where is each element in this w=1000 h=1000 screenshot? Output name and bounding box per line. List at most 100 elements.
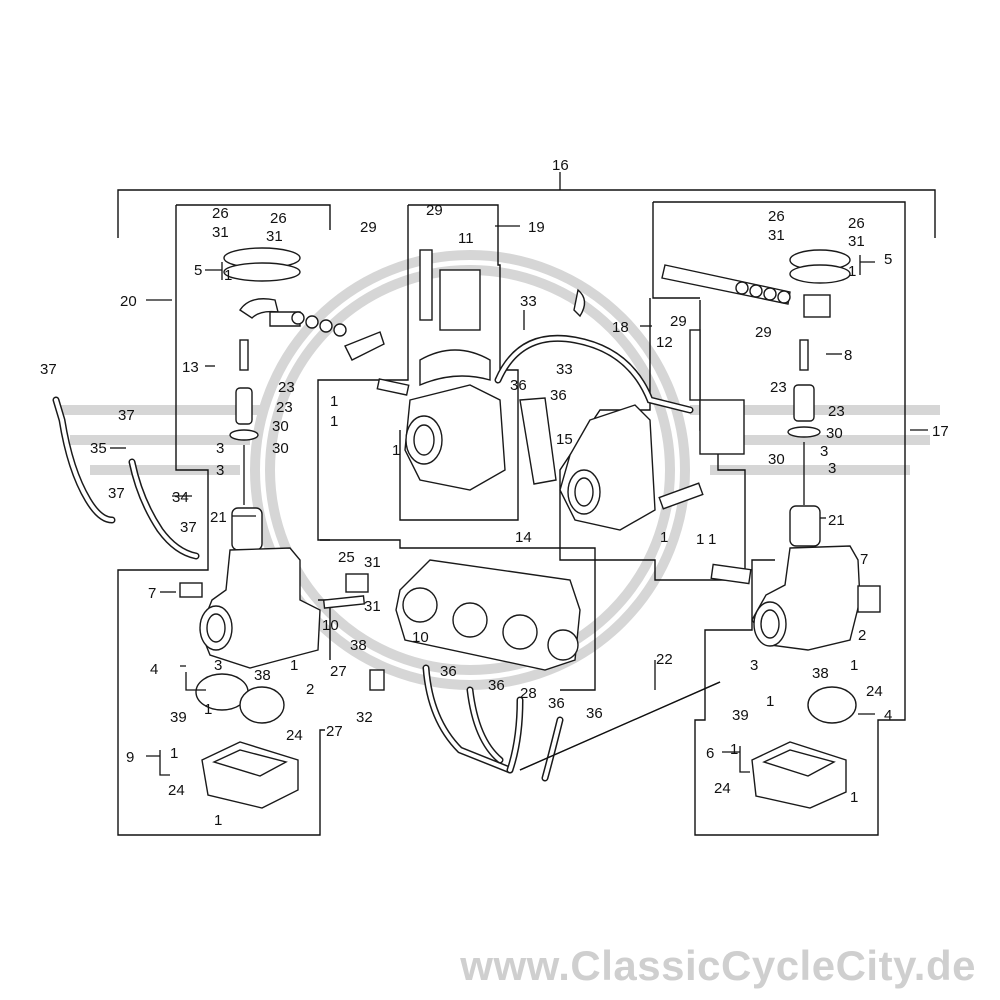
callout-30-right-b: 30	[768, 451, 785, 468]
callout-23-right-b: 23	[828, 403, 845, 420]
callout-1-cr-c: 1	[708, 531, 716, 548]
callout-1-left-low: 1	[204, 701, 212, 718]
callout-6: 6	[706, 745, 714, 762]
callout-33-b: 33	[556, 361, 573, 378]
callout-20: 20	[120, 293, 137, 310]
callout-3-right-b: 3	[828, 460, 836, 477]
callout-38-left: 38	[254, 667, 271, 684]
callout-7-left: 7	[148, 585, 156, 602]
callout-22: 22	[656, 651, 673, 668]
callout-23-left-a: 23	[278, 379, 295, 396]
gasket-15	[519, 397, 557, 485]
left-carburetor	[52, 247, 321, 809]
tag-7-right	[857, 585, 881, 613]
callout-5-right: 5	[884, 251, 892, 268]
callout-36-a: 36	[510, 377, 527, 394]
callout-37-d: 37	[180, 519, 197, 536]
center-left-carburetor	[269, 249, 506, 491]
callout-30-right-a: 30	[826, 425, 843, 442]
callout-38-right: 38	[812, 665, 829, 682]
callout-8: 8	[844, 347, 852, 364]
callout-23-right-a: 23	[770, 379, 787, 396]
callout-1-left-mid: 1	[290, 657, 298, 674]
center-right-carb-body	[559, 404, 656, 531]
callout-12: 12	[656, 334, 673, 351]
callout-7-right: 7	[860, 551, 868, 568]
callout-31-left-b: 31	[266, 228, 283, 245]
callout-4-right: 4	[884, 707, 892, 724]
callout-29-center: 29	[426, 202, 443, 219]
callout-35: 35	[90, 440, 107, 457]
callout-31-m-a: 31	[364, 554, 381, 571]
callout-27-b: 27	[326, 723, 343, 740]
callout-29-left: 29	[360, 219, 377, 236]
callout-14: 14	[515, 529, 532, 546]
center-left-carb-body	[404, 384, 506, 491]
callout-24-right-a: 24	[866, 683, 883, 700]
callout-4-left: 4	[150, 661, 158, 678]
callout-34: 34	[172, 489, 189, 506]
callout-37-c: 37	[108, 485, 125, 502]
callout-31-right-a: 31	[768, 227, 785, 244]
callout-39-left: 39	[170, 709, 187, 726]
callout-25: 25	[338, 549, 355, 566]
callout-1-left-top: 1	[224, 267, 232, 284]
callout-1-left-bottom: 1	[214, 812, 222, 829]
callout-24-left-b: 24	[168, 782, 185, 799]
callout-18: 18	[612, 319, 629, 336]
callout-1-cr-a: 1	[660, 529, 668, 546]
callout-38-m: 38	[350, 637, 367, 654]
callout-1-cl-b: 1	[330, 413, 338, 430]
callout-19: 19	[528, 219, 545, 236]
callout-26-right-b: 26	[848, 215, 865, 232]
callout-9: 9	[126, 749, 134, 766]
callout-36-d: 36	[488, 677, 505, 694]
callout-1-right-bottom: 1	[850, 789, 858, 806]
callout-1-cl-c: 1	[392, 442, 400, 459]
callout-3-left-a: 3	[216, 440, 224, 457]
watermark-url: www.ClassicCycleCity.de	[460, 942, 976, 989]
callout-26-left: 26	[212, 205, 229, 222]
callout-36-c: 36	[440, 663, 457, 680]
callout-24-right-b: 24	[714, 780, 731, 797]
callout-10-b: 10	[412, 629, 429, 646]
callout-1-left-bowl: 1	[170, 745, 178, 762]
callout-1-cr-b: 1	[696, 531, 704, 548]
callout-30-left-a: 30	[272, 418, 289, 435]
callout-23-left-b: 23	[276, 399, 293, 416]
callout-24-left-a: 24	[286, 727, 303, 744]
callout-21-right: 21	[828, 512, 845, 529]
callout-1-right-bowl: 1	[730, 741, 738, 758]
callout-26-left-b: 26	[270, 210, 287, 227]
callout-29-cr-b: 29	[755, 324, 772, 341]
callout-28: 28	[520, 685, 537, 702]
callout-2-left: 2	[306, 681, 314, 698]
callout-numbers: 16 20 19 18 17 26 31 26 31 5 1 13 23 23 …	[40, 157, 949, 829]
intake-manifold	[322, 559, 721, 782]
callout-3-left-c: 3	[214, 657, 222, 674]
callout-1-right-low: 1	[766, 693, 774, 710]
callout-37-b: 37	[118, 407, 135, 424]
callout-3-left-b: 3	[216, 462, 224, 479]
callout-33-a: 33	[520, 293, 537, 310]
top-cap	[223, 262, 301, 282]
callout-36-b: 36	[550, 387, 567, 404]
callout-27-a: 27	[330, 663, 347, 680]
callout-17: 17	[932, 423, 949, 440]
piston-21-right	[789, 505, 821, 547]
callout-31-left: 31	[212, 224, 229, 241]
right-carburetor	[661, 249, 881, 809]
callout-36-f: 36	[586, 705, 603, 722]
callout-21-left: 21	[210, 509, 227, 526]
callout-15: 15	[556, 431, 573, 448]
piston-21	[231, 507, 263, 551]
center-right-carburetor	[494, 288, 745, 531]
callout-31-right-b: 31	[848, 233, 865, 250]
leader-lines	[110, 225, 928, 776]
callout-13: 13	[182, 359, 199, 376]
callout-1-cl-a: 1	[330, 393, 338, 410]
callout-11: 11	[458, 230, 474, 247]
callout-16: 16	[552, 157, 569, 174]
